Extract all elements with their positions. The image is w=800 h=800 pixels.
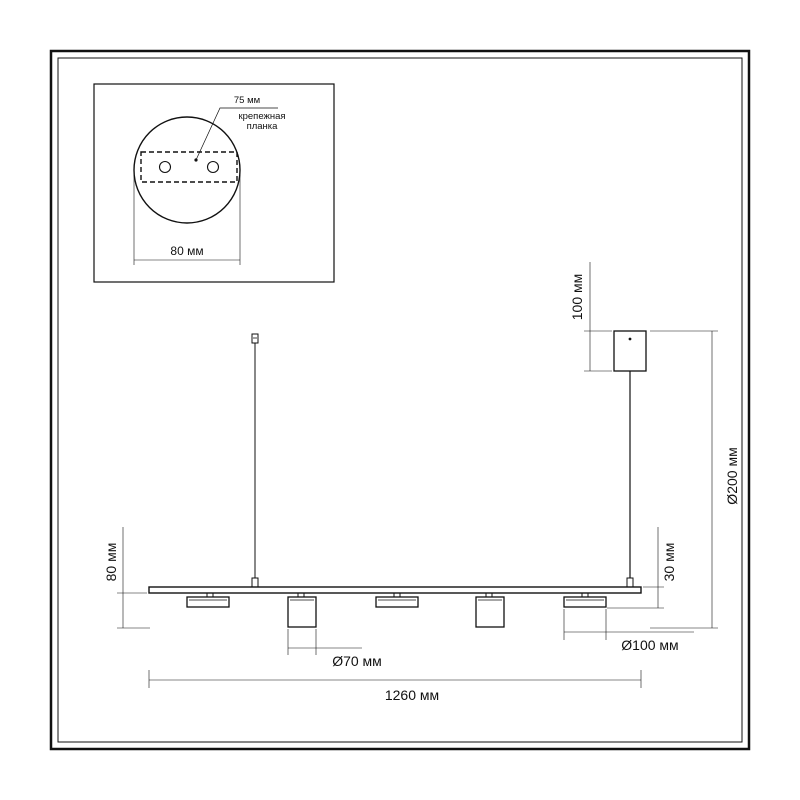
bracket-hole-left [158, 160, 172, 174]
left-cable-holder [251, 577, 259, 588]
large-shade-diameter-label: Ø100 мм [621, 637, 678, 653]
right-cable-holder [626, 577, 634, 588]
drawing-frame [49, 49, 751, 751]
bar-height-label: 30 мм [661, 543, 677, 582]
spotlight-3 [375, 592, 419, 608]
bracket-name-line1: крепежная [238, 111, 285, 122]
ceiling-plate [133, 116, 241, 224]
dimension-lines [117, 262, 718, 688]
drop-height-label: 80 мм [103, 543, 119, 582]
spotlight-2 [287, 592, 317, 628]
mounting-bracket [140, 151, 238, 183]
bracket-hole-right [206, 160, 220, 174]
total-length-label: 1260 мм [385, 687, 439, 703]
bracket-size-label: 75 мм [234, 95, 260, 106]
inset-ceiling-plate: 75 мм крепежная планка 80 мм [93, 83, 335, 283]
inset-frame [93, 83, 335, 283]
small-shade-diameter-label: Ø70 мм [332, 653, 382, 669]
bracket-name-line2: планка [247, 121, 279, 132]
fixture [148, 330, 647, 628]
spotlight-1 [186, 592, 230, 608]
ceiling-canopy [613, 330, 647, 372]
plate-width-label: 80 мм [170, 244, 203, 258]
spotlight-5 [563, 592, 607, 608]
spotlight-4 [475, 592, 505, 628]
track-bar [148, 586, 642, 594]
canopy-height-label: 100 мм [569, 274, 585, 321]
suspension-length-label: Ø200 мм [724, 447, 740, 504]
plate-width-dimension [133, 175, 241, 265]
bracket-leader-line [195, 107, 278, 161]
left-cable-clamp [251, 333, 259, 344]
